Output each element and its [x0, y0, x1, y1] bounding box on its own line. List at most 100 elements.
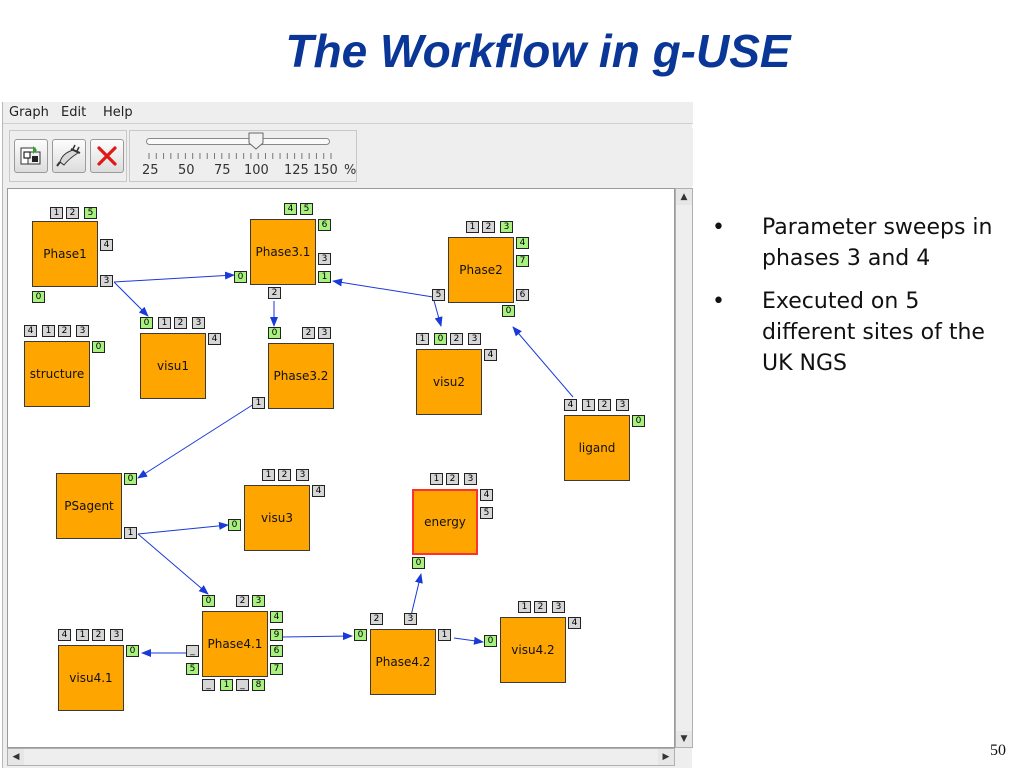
vertical-scrollbar[interactable]: ▲ ▼ [675, 188, 693, 748]
port[interactable]: 4 [568, 617, 581, 629]
workflow-canvas[interactable]: Phase1 1 2 5 4 3 0 structure 4 1 2 3 0 v… [7, 188, 675, 748]
port[interactable]: 3 [296, 469, 309, 481]
port[interactable]: 1 [50, 207, 63, 219]
port[interactable]: 5 [84, 207, 97, 219]
port[interactable]: _ [202, 679, 215, 691]
port[interactable]: 1 [466, 221, 479, 233]
node-visu1[interactable]: visu1 [140, 333, 206, 399]
port[interactable]: 3 [252, 595, 265, 607]
port[interactable]: 1 [252, 397, 265, 409]
port[interactable]: 0 [140, 317, 153, 329]
port[interactable]: 5 [480, 507, 493, 519]
node-visu4-1[interactable]: visu4.1 [58, 645, 124, 711]
port[interactable]: 3 [468, 333, 481, 345]
port[interactable]: 0 [354, 629, 367, 641]
node-visu2[interactable]: visu2 [416, 349, 482, 415]
delete-button[interactable] [90, 139, 124, 173]
port[interactable]: 4 [58, 629, 71, 641]
port[interactable]: 1 [518, 601, 531, 613]
port[interactable]: 2 [534, 601, 547, 613]
port[interactable]: 2 [236, 595, 249, 607]
port[interactable]: _ [236, 679, 249, 691]
port[interactable]: 6 [318, 219, 331, 231]
node-phase2[interactable]: Phase2 [448, 237, 514, 303]
port[interactable]: 5 [186, 663, 199, 675]
port[interactable]: 1 [124, 527, 137, 539]
port[interactable]: 0 [268, 327, 281, 339]
port[interactable]: 0 [484, 635, 497, 647]
port[interactable]: 7 [516, 255, 529, 267]
port[interactable]: 4 [484, 349, 497, 361]
port[interactable]: 1 [416, 333, 429, 345]
port[interactable]: 3 [76, 325, 89, 337]
port[interactable]: 2 [598, 399, 611, 411]
port[interactable]: 2 [66, 207, 79, 219]
port[interactable]: 1 [158, 317, 171, 329]
menu-help[interactable]: Help [103, 105, 133, 120]
port[interactable]: 4 [100, 239, 113, 251]
node-psagent[interactable]: PSagent [56, 473, 122, 539]
port[interactable]: 2 [450, 333, 463, 345]
port[interactable]: 9 [270, 629, 283, 641]
port[interactable]: 0 [124, 473, 137, 485]
port[interactable]: 1 [430, 473, 443, 485]
menu-edit[interactable]: Edit [61, 105, 87, 120]
port[interactable]: 2 [58, 325, 71, 337]
port[interactable]: 3 [616, 399, 629, 411]
port[interactable]: 0 [32, 291, 45, 303]
port[interactable]: 6 [270, 645, 283, 657]
port[interactable]: 1 [76, 629, 89, 641]
port[interactable]: 4 [208, 333, 221, 345]
menu-graph[interactable]: Graph [9, 105, 49, 120]
node-structure[interactable]: structure [24, 341, 90, 407]
port[interactable]: 0 [228, 519, 241, 531]
port[interactable]: 2 [174, 317, 187, 329]
port[interactable]: 2 [268, 287, 281, 299]
port[interactable]: 0 [502, 305, 515, 317]
port[interactable]: 5 [300, 203, 313, 215]
port[interactable]: 4 [24, 325, 37, 337]
node-phase3-1[interactable]: Phase3.1 [250, 219, 316, 285]
port[interactable]: 8 [252, 679, 265, 691]
port[interactable]: _ [186, 645, 199, 657]
zoom-slider-thumb[interactable] [248, 132, 264, 150]
port[interactable]: 1 [318, 271, 331, 283]
node-visu4-2[interactable]: visu4.2 [500, 617, 566, 683]
port[interactable]: 2 [92, 629, 105, 641]
port[interactable]: 1 [438, 629, 451, 641]
port[interactable]: 1 [42, 325, 55, 337]
port[interactable]: 2 [370, 613, 383, 625]
port[interactable]: 4 [564, 399, 577, 411]
scroll-up-icon[interactable]: ▲ [676, 189, 692, 205]
node-visu3[interactable]: visu3 [244, 485, 310, 551]
port[interactable]: 4 [516, 237, 529, 249]
scroll-left-icon[interactable]: ◀ [8, 749, 24, 765]
port[interactable]: 2 [278, 469, 291, 481]
port[interactable]: 3 [110, 629, 123, 641]
port[interactable]: 0 [412, 557, 425, 569]
node-ligand[interactable]: ligand [564, 415, 630, 481]
port[interactable]: 6 [516, 289, 529, 301]
horizontal-scrollbar[interactable]: ◀ ▶ [7, 748, 675, 766]
port[interactable]: 0 [632, 415, 645, 427]
port[interactable]: 3 [552, 601, 565, 613]
scroll-right-icon[interactable]: ▶ [658, 749, 674, 765]
port[interactable]: 4 [312, 485, 325, 497]
port[interactable]: 0 [202, 595, 215, 607]
port[interactable]: 3 [192, 317, 205, 329]
port[interactable]: 7 [270, 663, 283, 675]
scroll-down-icon[interactable]: ▼ [676, 731, 692, 747]
port[interactable]: 0 [92, 341, 105, 353]
port[interactable]: 3 [318, 327, 331, 339]
port[interactable]: 2 [482, 221, 495, 233]
port[interactable]: 5 [432, 289, 445, 301]
node-phase3-2[interactable]: Phase3.2 [268, 343, 334, 409]
zoom-slider-track[interactable] [146, 138, 330, 145]
port[interactable]: 4 [480, 489, 493, 501]
workflow-button[interactable] [14, 139, 48, 173]
port[interactable]: 0 [126, 645, 139, 657]
node-energy[interactable]: energy [412, 489, 478, 555]
port[interactable]: 1 [220, 679, 233, 691]
port[interactable]: 3 [318, 253, 331, 265]
port[interactable]: 4 [270, 611, 283, 623]
